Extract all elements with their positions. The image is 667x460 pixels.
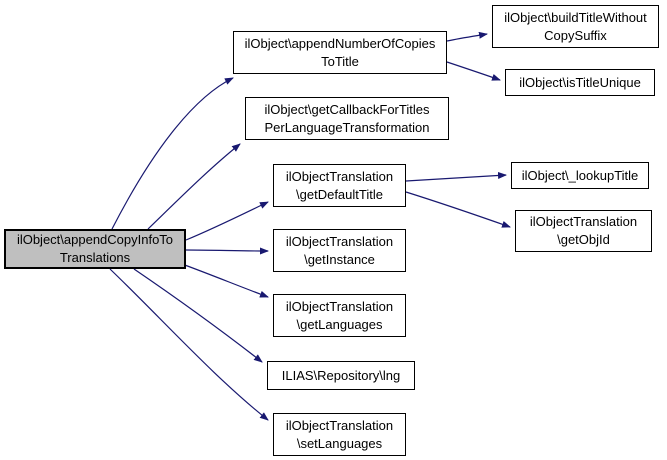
node-get-default-title[interactable]: ilObjectTranslation \getDefaultTitle [273, 164, 406, 207]
edge-appendCopyInfo-to-getLanguages [181, 263, 269, 298]
node-ilias-repository-lng[interactable]: ILIAS\Repository\lng [267, 361, 415, 390]
edge-getDefaultTitle-to-lookupTitle [405, 171, 507, 182]
edge-appendCopyInfo-to-getCallbackForTitles [147, 143, 241, 230]
node-append-number-of-copies-to-title[interactable]: ilObject\appendNumberOfCopies ToTitle [233, 31, 447, 74]
node-build-title-without-copy-suffix[interactable]: ilObject\buildTitleWithout CopySuffix [492, 5, 659, 48]
edge-appendNumberOfCopies-to-buildTitleWithout [446, 31, 488, 42]
edge-appendNumberOfCopies-to-isTitleUnique [446, 61, 501, 81]
node-is-title-unique[interactable]: ilObject\isTitleUnique [505, 69, 655, 96]
edge-appendCopyInfo-to-setLanguages [109, 268, 269, 421]
node-get-instance[interactable]: ilObjectTranslation \getInstance [273, 229, 406, 272]
node-lookup-title[interactable]: ilObject\_lookupTitle [511, 162, 649, 189]
node-get-languages[interactable]: ilObjectTranslation \getLanguages [273, 294, 406, 337]
node-get-callback-for-titles-per-language-transformation[interactable]: ilObject\getCallbackForTitles PerLanguag… [245, 97, 449, 140]
edge-appendCopyInfo-to-getDefaultTitle [185, 201, 269, 241]
edge-appendCopyInfo-to-lng [133, 268, 263, 363]
node-set-languages[interactable]: ilObjectTranslation \setLanguages [273, 413, 406, 456]
node-append-copy-info-to-translations[interactable]: ilObject\appendCopyInfoTo Translations [4, 229, 186, 269]
edge-appendCopyInfo-to-getInstance [185, 247, 269, 255]
edge-getDefaultTitle-to-getObjId [405, 191, 511, 228]
node-get-obj-id[interactable]: ilObjectTranslation \getObjId [515, 210, 652, 252]
edge-appendCopyInfo-to-appendNumberOfCopies [111, 77, 234, 230]
